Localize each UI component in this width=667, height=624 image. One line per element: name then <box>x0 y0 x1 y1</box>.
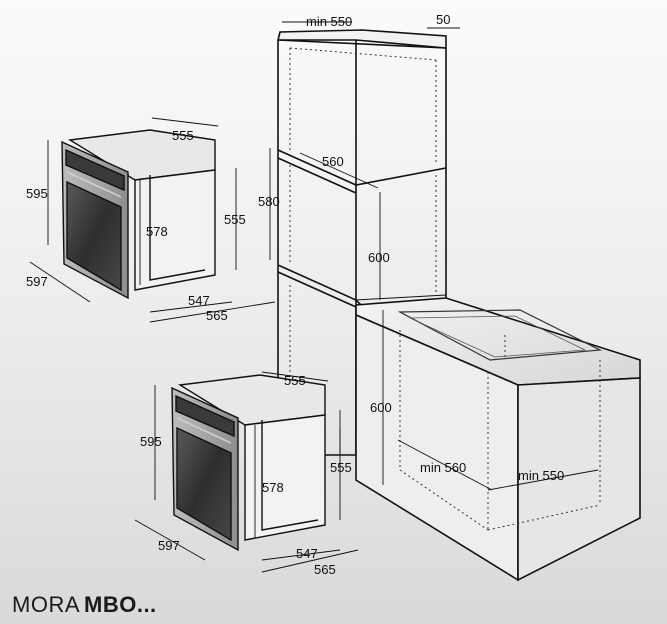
upper-dim-total-depth: 565 <box>206 308 228 323</box>
upper-dim-side-height: 555 <box>224 212 246 227</box>
lower-oven-dimension-labels: 555 595 578 555 597 547 565 <box>140 373 352 577</box>
lower-dim-front-width: 597 <box>158 538 180 553</box>
lower-dim-side-height: 555 <box>330 460 352 475</box>
cabinet-dimension-labels: min 550 50 560 580 600 600 min 560 min 5… <box>258 12 564 483</box>
lower-dim-inner-height: 578 <box>262 480 284 495</box>
dim-niche-height-side: 600 <box>368 250 390 265</box>
upper-dim-height-front: 595 <box>26 186 48 201</box>
dim-counter-niche-height: 600 <box>370 400 392 415</box>
lower-oven <box>171 374 326 552</box>
dim-counter-depth: min 560 <box>420 460 466 475</box>
upper-dim-inner-height: 578 <box>146 224 168 239</box>
dim-counter-width: min 550 <box>518 468 564 483</box>
base-cabinet <box>355 297 641 582</box>
dim-niche-depth: 560 <box>322 154 344 169</box>
lower-dim-bottom-depth: 547 <box>296 546 318 561</box>
lower-dim-total-depth: 565 <box>314 562 336 577</box>
upper-dim-bottom-depth: 547 <box>188 293 210 308</box>
brand-name: MORA <box>12 592 80 617</box>
upper-dim-front-width: 597 <box>26 274 48 289</box>
upper-dim-depth-top: 555 <box>172 128 194 143</box>
dim-side-gap: 50 <box>436 12 450 27</box>
upper-oven <box>61 129 216 300</box>
dim-top-width: min 550 <box>306 14 352 29</box>
dim-niche-height-upper: 580 <box>258 194 280 209</box>
dimension-lines <box>29 21 599 573</box>
lower-dim-height-front: 595 <box>140 434 162 449</box>
base-cabinet-hidden-lines <box>399 330 601 531</box>
lower-dim-depth-top: 555 <box>284 373 306 388</box>
model-name: MBO... <box>84 592 157 617</box>
upper-oven-dimension-labels: 555 595 578 555 597 547 565 <box>26 128 246 323</box>
